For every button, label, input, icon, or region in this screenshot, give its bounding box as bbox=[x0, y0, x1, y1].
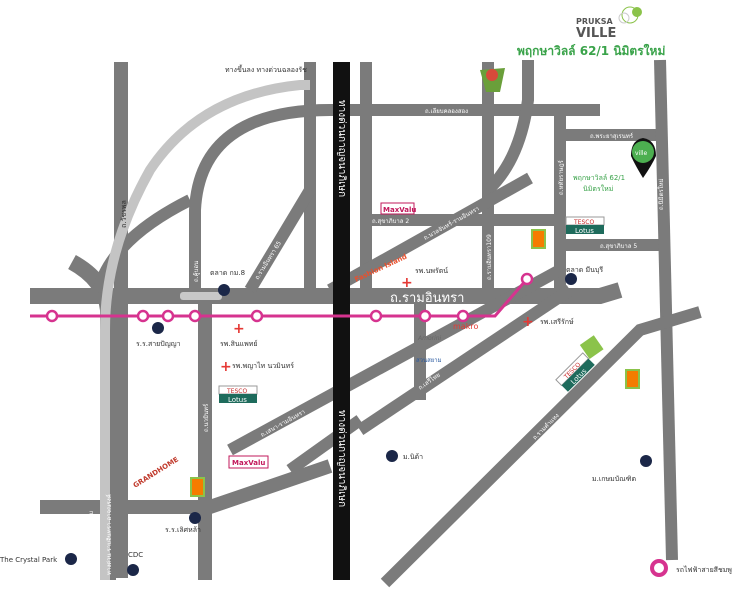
legend-pink-line-label: รถไฟฟ้าสายสีชมพู bbox=[676, 565, 732, 574]
label-sukhaphiban: ถ.สุขาภิบาล 2 bbox=[372, 218, 409, 225]
bridge bbox=[180, 292, 222, 300]
road-sendao bbox=[227, 264, 563, 456]
road-right-vertical bbox=[654, 59, 678, 561]
label-right-vertical: ถ.นิมิตรใหม่ bbox=[657, 178, 665, 210]
poi-dots bbox=[65, 273, 668, 577]
suan-siam-logo: สวนสยาม bbox=[416, 357, 442, 364]
tesco-lotus-logo: TESCO Lotus bbox=[565, 216, 605, 235]
pink-line bbox=[30, 272, 534, 323]
label-chanat: ถ.วัชรพล bbox=[120, 200, 128, 228]
legend-station-icon bbox=[650, 559, 668, 577]
road-khubon-liebkhlong bbox=[189, 104, 600, 290]
label-khubon: ถ.คู้บอน bbox=[193, 261, 200, 282]
hospital-icon: + bbox=[233, 321, 245, 337]
location-pin-icon[interactable]: ville bbox=[631, 138, 656, 178]
road-ramkhamhaeng bbox=[380, 306, 702, 588]
label-hospital-noprat: รพ.นพรัตน์ bbox=[415, 267, 448, 275]
label-pradit: ถ.ประดิษฐ์มนูธรรม bbox=[87, 511, 95, 560]
monument-icon bbox=[480, 68, 505, 92]
svg-text:PRUKSA: PRUKSA bbox=[576, 17, 613, 26]
maxvalu-logo: MaxValu bbox=[380, 202, 416, 215]
label-hospital-phyathai: รพ.พญาไท นวมินทร์ bbox=[232, 361, 294, 370]
road-serithai bbox=[356, 285, 574, 435]
label-cdc: CDC bbox=[128, 551, 143, 559]
university-dot bbox=[640, 455, 652, 467]
grandhome-logo: GRANDHOME bbox=[132, 455, 180, 489]
amorini-logo: Amorini bbox=[417, 335, 442, 342]
hospital-icon: + bbox=[220, 359, 232, 375]
pin-label-line1: พฤกษาวิลล์ 62/1 bbox=[573, 174, 625, 182]
label-market-minburi: ตลาด มีนบุรี bbox=[566, 266, 603, 274]
road-lower-horizontal bbox=[40, 459, 333, 514]
crystal-park-dot bbox=[65, 553, 77, 565]
bigc-logos bbox=[190, 229, 640, 497]
label-crystal-park: The Crystal Park bbox=[0, 556, 58, 564]
svg-text:MaxValu: MaxValu bbox=[383, 206, 416, 214]
station bbox=[369, 309, 383, 323]
road-curve-top bbox=[483, 60, 534, 195]
label-hospital-serirak: รพ.เสรีรักษ์ bbox=[540, 318, 574, 326]
label-market-km8: ตลาด กม.8 bbox=[210, 269, 245, 277]
label-uni-nida: ม.นิด้า bbox=[403, 453, 423, 461]
label-phraya: ถ.พระยาสุเรนทร์ bbox=[590, 132, 634, 140]
hospital-icon: + bbox=[401, 275, 413, 291]
pruksa-ville-logo: PRUKSA VILLE bbox=[576, 6, 642, 41]
label-school-saint: ร.ร.สายปัญญา bbox=[136, 340, 181, 348]
expressway-kanchanaphisek bbox=[333, 62, 350, 580]
svg-text:TESCO: TESCO bbox=[226, 388, 247, 395]
label-lieb-khlong: ถ.เลียบคลองสอง bbox=[425, 107, 468, 115]
station bbox=[136, 309, 150, 323]
school-dot bbox=[152, 322, 164, 334]
label-sukhapiban5: ถ.สุขาภิบาล 5 bbox=[600, 243, 637, 250]
label-ramintra109: ถ.รามอินทรา109 bbox=[486, 234, 493, 280]
market-dot bbox=[218, 284, 230, 296]
hospital-icons: + + + + bbox=[220, 275, 534, 375]
road-ramintra-diag bbox=[244, 186, 316, 294]
cdc-dot bbox=[127, 564, 139, 576]
svg-text:Lotus: Lotus bbox=[228, 396, 247, 404]
svg-text:ville: ville bbox=[635, 150, 648, 157]
svg-text:MaxValu: MaxValu bbox=[232, 459, 265, 467]
label-hospital-sinphaet: รพ.สินแพทย์ bbox=[220, 340, 258, 348]
station bbox=[520, 272, 534, 286]
svg-text:Lotus: Lotus bbox=[575, 227, 594, 235]
road-expressway-ramp bbox=[100, 80, 310, 580]
tesco-lotus-logo: TESCO Lotus bbox=[218, 385, 258, 404]
label-expressway-top: ทางด่วนกาญจนาภิเษก bbox=[336, 100, 347, 197]
label-ramp: ทางขึ้นลง ทางด่วนฉลองรัช bbox=[225, 63, 307, 74]
maxvalu-logo: MaxValu bbox=[228, 455, 269, 469]
road-nuanchan bbox=[327, 172, 533, 296]
label-left-highway: ทางด่วน รามอินทรา-อาจณรงค์ bbox=[105, 494, 113, 575]
station bbox=[161, 309, 175, 323]
university-dot bbox=[386, 450, 398, 462]
project-title: พฤกษาวิลล์ 62/1 นิมิตรใหม่ bbox=[517, 43, 665, 58]
pin-label-line2: นิมิตรใหม่ bbox=[583, 184, 613, 193]
label-makro: makro bbox=[453, 322, 478, 331]
school-dot bbox=[189, 512, 201, 524]
station bbox=[418, 309, 432, 323]
label-expressway-bottom: ทางด่วนกาญจนาภิเษก bbox=[336, 410, 347, 507]
label-hathai: ถ.หทัยราษฎร์ bbox=[557, 159, 565, 195]
station bbox=[456, 309, 470, 323]
label-ramintra65: ถ.รามอินทรา 65 bbox=[254, 240, 283, 281]
label-school-setthabut: ร.ร.เลิศหล้า bbox=[165, 526, 201, 534]
svg-text:VILLE: VILLE bbox=[576, 26, 616, 41]
station bbox=[188, 309, 202, 323]
road-network bbox=[30, 59, 702, 588]
label-navamin: ถ.นวมินทร์ bbox=[202, 403, 210, 432]
svg-text:TESCO: TESCO bbox=[573, 219, 594, 226]
hospital-icon: + bbox=[522, 314, 534, 330]
station bbox=[250, 309, 264, 323]
road-curve-left bbox=[92, 194, 193, 294]
label-uni-kasem: ม.เกษมบัณฑิต bbox=[592, 475, 636, 483]
station bbox=[45, 309, 59, 323]
label-ramintra: ถ.รามอินทรา bbox=[390, 291, 464, 306]
market-dot bbox=[565, 273, 577, 285]
